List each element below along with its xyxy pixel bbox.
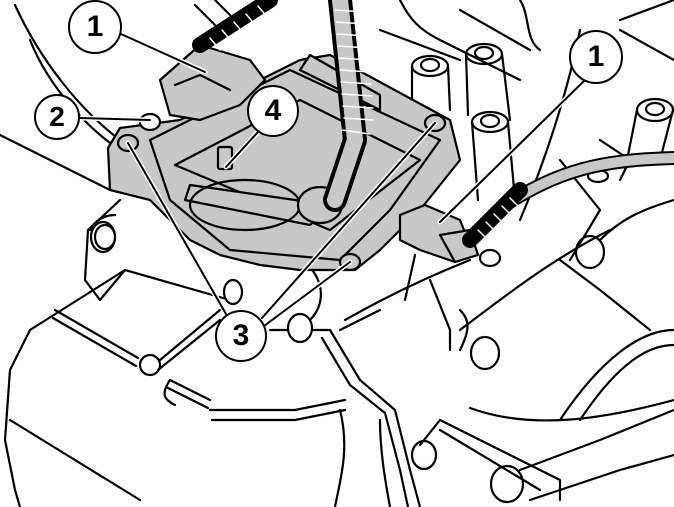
callout-1-right: 1: [569, 30, 623, 84]
callout-label: 2: [49, 101, 65, 132]
leader-lines: [77, 31, 587, 329]
sleeve-ribs: [209, 5, 521, 243]
callout-1-left: 1: [68, 0, 122, 54]
callout-4: 4: [247, 85, 299, 137]
callout-label: 1: [587, 40, 605, 73]
callout-label: 4: [264, 94, 282, 127]
bolts: [93, 112, 502, 344]
callout-2: 2: [34, 94, 80, 140]
callout-3: 3: [215, 310, 267, 362]
callout-label: 1: [86, 10, 104, 43]
callout-label: 3: [232, 319, 250, 352]
control-module: [106, 53, 462, 272]
